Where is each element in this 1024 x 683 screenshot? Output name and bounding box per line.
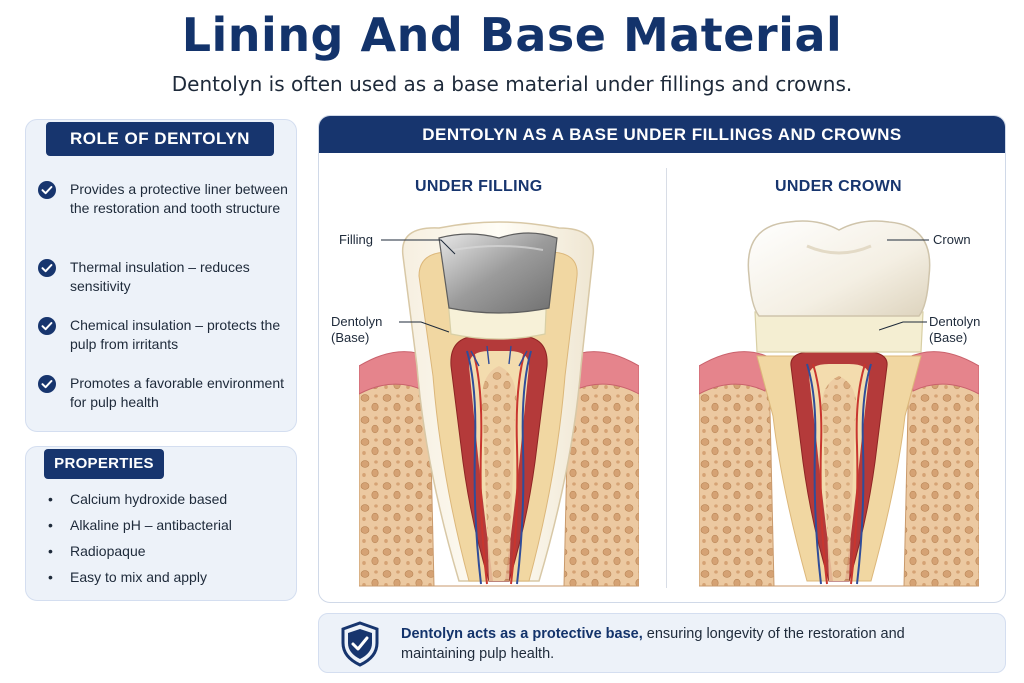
role-item-text: Provides a protective liner between the …: [70, 181, 288, 216]
role-heading: ROLE OF DENTOLYN: [46, 122, 274, 156]
role-item-text: Promotes a favorable environment for pul…: [70, 375, 284, 410]
check-icon: [38, 181, 56, 199]
footer-banner: Dentolyn acts as a protective base, ensu…: [318, 613, 1006, 673]
role-item-text: Thermal insulation – reduces sensitivity: [70, 259, 250, 294]
tooth-with-crown-illustration: [699, 220, 979, 587]
check-icon: [38, 375, 56, 393]
filling-label: Filling: [339, 232, 373, 247]
under-filling-title: UNDER FILLING: [415, 178, 543, 195]
crown-leader-line: [887, 239, 929, 241]
property-item: •Radiopaque: [48, 543, 146, 559]
properties-card: PROPERTIES •Calcium hydroxide based •Alk…: [25, 446, 297, 601]
check-icon: [38, 259, 56, 277]
tooth-with-filling-illustration: [359, 221, 639, 587]
base-leader-line-right: [879, 321, 927, 331]
base-leader-line-left: [399, 321, 450, 333]
shield-check-icon: [341, 621, 379, 667]
property-item: •Easy to mix and apply: [48, 569, 207, 585]
crown-label: Crown: [933, 232, 971, 247]
under-crown-title: UNDER CROWN: [775, 178, 902, 195]
footer-text: Dentolyn acts as a protective base, ensu…: [401, 626, 905, 662]
dentolyn-base-label-left: Dentolyn(Base): [331, 314, 383, 345]
panel-divider: [666, 168, 667, 588]
role-item-text: Chemical insulation – protects the pulp …: [70, 317, 281, 352]
page-subtitle: Dentolyn is often used as a base materia…: [171, 72, 853, 96]
role-card: ROLE OF DENTOLYN Provides a protective l…: [25, 119, 297, 432]
property-item: •Calcium hydroxide based: [48, 491, 228, 507]
check-icon: [38, 317, 56, 335]
dentolyn-base-label-right: Dentolyn(Base): [929, 314, 981, 345]
diagram-heading: DENTOLYN AS A BASE UNDER FILLINGS AND CR…: [319, 116, 1005, 153]
properties-heading: PROPERTIES: [44, 449, 164, 479]
page-title: Lining And Base Material: [181, 8, 843, 62]
diagram-panel: DENTOLYN AS A BASE UNDER FILLINGS AND CR…: [318, 115, 1006, 603]
filling-leader-line: [381, 239, 456, 255]
property-item: •Alkaline pH – antibacterial: [48, 517, 232, 533]
